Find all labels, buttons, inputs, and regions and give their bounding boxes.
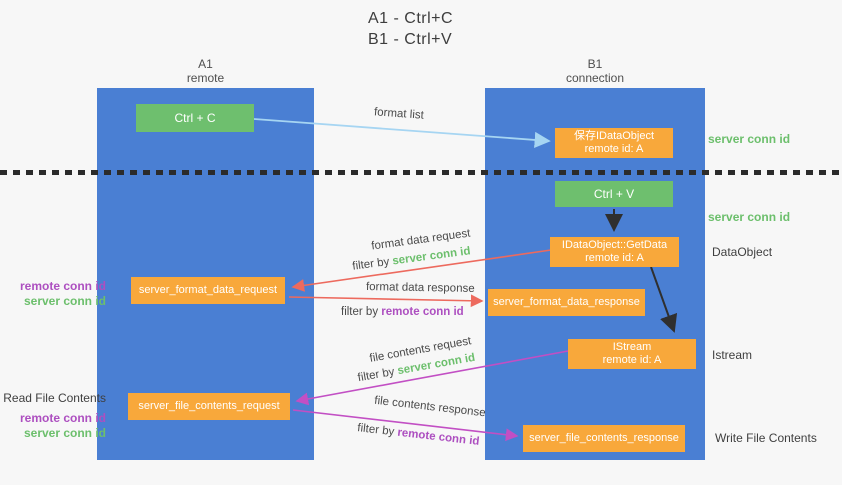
ctrl-v-label: Ctrl + V (593, 187, 635, 201)
ctrl-c-label: Ctrl + C (174, 111, 216, 125)
server-file-contents-request-box: server_file_contents_request (128, 393, 290, 420)
right-write-file-contents-label: Write File Contents (715, 431, 817, 445)
right-server-conn-id-1: server conn id (708, 132, 791, 146)
right-server-conn-id-2: server conn id (708, 210, 791, 224)
format-data-response-filter-label: filter by remote conn id (341, 306, 464, 318)
getdata-to-istream-arrow (650, 266, 678, 333)
getdata-to-format-request-arrow (291, 249, 552, 292)
server-format-data-request-box: server_format_data_request (131, 277, 285, 304)
save-dataobject-line1: 保存IDataObject (573, 130, 655, 142)
istream-to-file-request-arrow (295, 350, 569, 406)
ctrl-v-box: Ctrl + V (555, 181, 673, 207)
lane-header-a1: A1 remote (97, 57, 314, 85)
title-line-2: B1 - Ctrl+V (368, 31, 453, 48)
istream-line1: IStream (612, 341, 652, 353)
server-format-data-response-box: server_format_data_response (488, 289, 645, 316)
right-dataobject-label: DataObject (712, 245, 773, 259)
left-server-conn-id-1: server conn id (23, 294, 106, 308)
title-line-1: A1 - Ctrl+C (368, 10, 454, 27)
diagram-title: A1 - Ctrl+C B1 - Ctrl+V (368, 8, 453, 50)
right-istream-label: Istream (712, 348, 753, 362)
lane-b1-name: B1 (587, 57, 603, 71)
format-request-to-response-arrow (288, 294, 484, 308)
file-request-to-response-arrow (292, 409, 519, 442)
lane-b1-sub: connection (565, 71, 625, 85)
left-read-file-contents-label: Read File Contents (3, 391, 106, 405)
save-dataobject-line2: remote id: A (584, 143, 644, 155)
dotted-divider (0, 170, 842, 175)
lane-a1-name: A1 (198, 57, 213, 71)
server-file-contents-response-box: server_file_contents_response (523, 425, 685, 452)
getdata-box: IDataObject::GetData remote id: A (550, 237, 679, 267)
format-data-response-label: format data response (365, 281, 475, 295)
istream-box: IStream remote id: A (568, 339, 696, 369)
remote-conn-id-key: remote conn id (381, 306, 464, 318)
format-list-arrow (253, 118, 551, 149)
filter-by-text: filter by (341, 306, 379, 318)
getdata-line2: remote id: A (585, 252, 644, 264)
server-file-contents-request-label: server_file_contents_request (138, 400, 280, 412)
left-remote-conn-id-1: remote conn id (19, 279, 106, 293)
lane-header-b1: B1 connection (485, 57, 705, 85)
getdata-line1: IDataObject::GetData (561, 239, 668, 251)
left-remote-conn-id-2: remote conn id (19, 411, 106, 425)
server-file-contents-response-label: server_file_contents_response (529, 432, 679, 444)
ctrl-c-box: Ctrl + C (136, 104, 254, 132)
server-format-data-response-label: server_format_data_response (493, 296, 640, 308)
server-format-data-request-label: server_format_data_request (138, 284, 278, 296)
istream-line2: remote id: A (602, 354, 662, 366)
save-dataobject-box: 保存IDataObject remote id: A (555, 128, 673, 158)
lane-a1-sub: remote (186, 71, 225, 85)
left-server-conn-id-2: server conn id (23, 426, 106, 440)
